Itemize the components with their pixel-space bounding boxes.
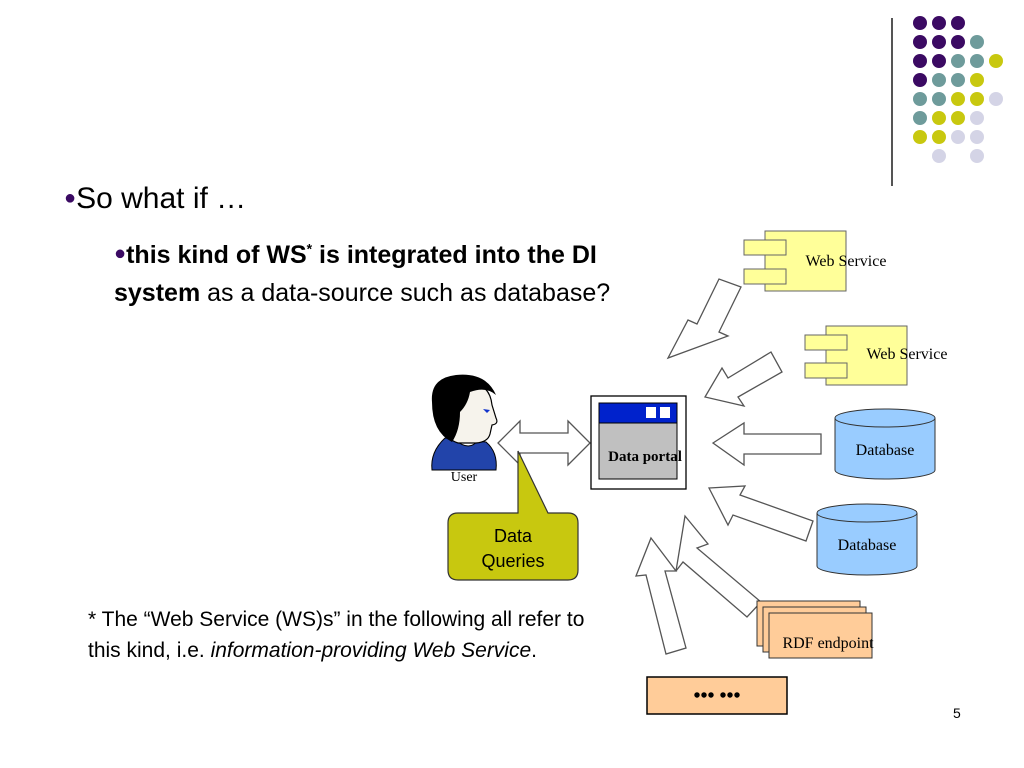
footnote-lead: * The “Web Service (WS)s” in the followi…: [88, 608, 585, 662]
bullet-2-bold-text: this kind of WS: [126, 241, 307, 270]
page-number: 5: [953, 705, 961, 721]
arrow-from-web-service-1: [666, 278, 742, 360]
database-2-label: Database: [838, 537, 897, 554]
rdf-endpoint-label: RDF endpoint: [782, 635, 874, 652]
divider-line: [891, 18, 893, 186]
user-icon: [431, 374, 498, 471]
data-queries-callout: [447, 450, 579, 581]
callout-line-1: Data: [494, 526, 533, 546]
callout-line-2: Queries: [481, 551, 544, 571]
footnote: * The “Web Service (WS)s” in the followi…: [88, 604, 588, 666]
arrow-from-web-service-2: [703, 351, 783, 408]
web-service-component-1: [743, 230, 847, 292]
bullet-2-bold-text-2: is integrated into the DI system: [114, 241, 597, 308]
arrow-from-database-1: [711, 421, 822, 467]
arrow-from-rdf: [675, 514, 762, 618]
arrow-from-database-2: [707, 485, 814, 542]
footnote-italic: information-providing Web Service: [210, 639, 532, 662]
more-sources-label: ••• •••: [693, 685, 740, 707]
web-service-2-label: Web Service: [867, 346, 948, 363]
data-portal-label: Data portal: [608, 449, 682, 465]
bidirectional-arrow: [497, 419, 591, 467]
data-portal-box: [590, 395, 687, 490]
bullet-level-1: ●So what if …: [64, 182, 246, 216]
user-label: User: [451, 470, 478, 485]
bullet-1-text: So what if …: [76, 182, 247, 215]
inbound-arrows: [635, 278, 822, 655]
database-1-label: Database: [856, 442, 915, 459]
bullet-marker: ●: [64, 187, 77, 209]
arrow-from-more: [635, 536, 687, 655]
more-sources-box: [646, 676, 788, 715]
database-cylinder-1: [834, 408, 936, 480]
decorative-dot-grid: [913, 16, 1003, 163]
web-service-component-2: [804, 325, 908, 386]
footnote-tail: .: [531, 639, 537, 662]
bullet-marker: ●: [114, 242, 127, 265]
superscript-asterisk: *: [306, 241, 313, 257]
bullet-2-plain-text: as a data-source such as database?: [200, 279, 611, 308]
bullet-2-bold-part: this kind of WS* is integrated into the …: [114, 241, 597, 307]
database-cylinder-2: [816, 503, 918, 576]
bullet-level-2: ●this kind of WS* is integrated into the…: [114, 230, 634, 312]
web-service-1-label: Web Service: [806, 253, 887, 270]
rdf-endpoint-stack: [756, 600, 873, 659]
